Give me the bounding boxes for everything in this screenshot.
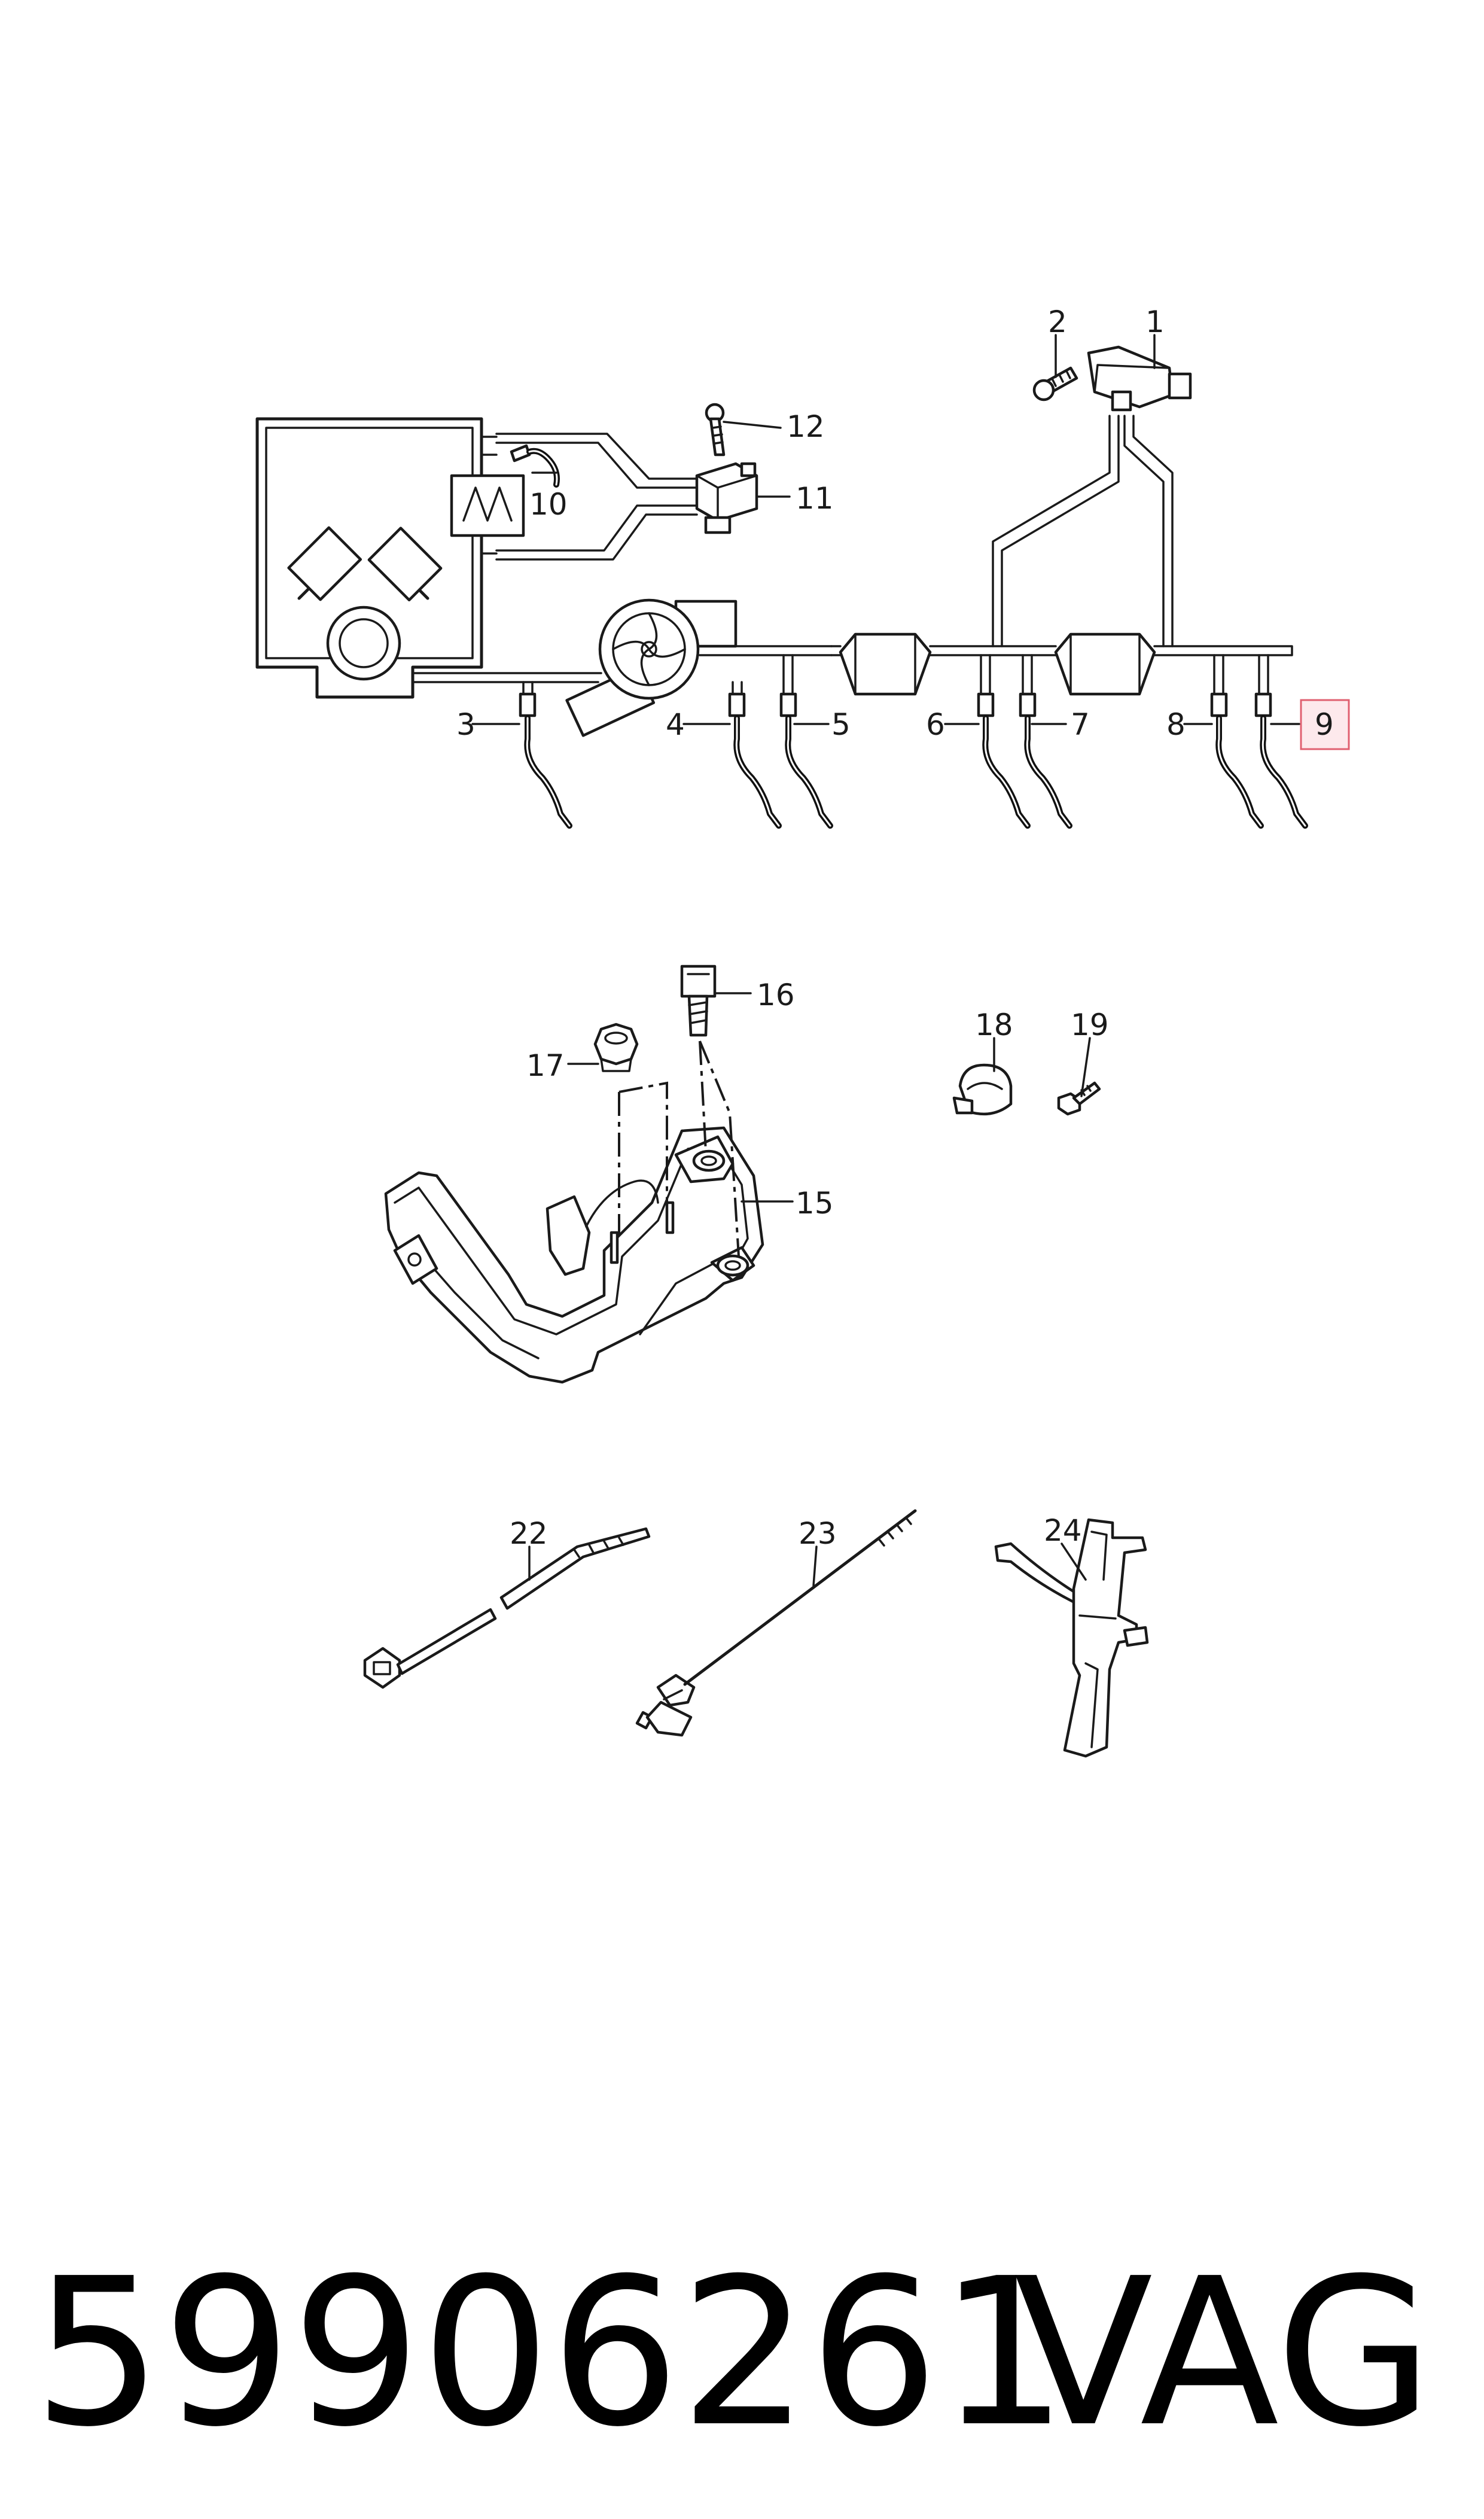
- sensor-6-icon: [977, 692, 1031, 829]
- callout-7: 7: [1071, 707, 1090, 742]
- nut-17-icon: [593, 1023, 639, 1072]
- bolt-16-icon: [680, 965, 717, 1037]
- catalytic-converter-1-icon: [839, 632, 932, 696]
- screw-19-icon: [1057, 1081, 1101, 1116]
- callout-3: 3: [456, 707, 476, 742]
- sensor-4-icon: [728, 692, 782, 829]
- exhaust-temp-sensors: [519, 654, 1308, 829]
- callout-22: 22: [510, 1516, 548, 1551]
- callout-11: 11: [796, 481, 834, 516]
- sensor-5-icon: [779, 692, 833, 829]
- callout-12: 12: [787, 409, 825, 444]
- callout-5: 5: [831, 707, 851, 742]
- cable-tie-22-icon: [363, 1527, 651, 1689]
- callout-10: 10: [529, 487, 568, 522]
- callout-4: 4: [666, 707, 685, 742]
- callout-8: 8: [1166, 707, 1186, 742]
- sensor-9-icon: [1254, 692, 1308, 829]
- callout-9-highlight: [1300, 699, 1350, 750]
- cable-tie-23-icon: [635, 1509, 917, 1737]
- callout-17: 17: [526, 1048, 565, 1083]
- sensor-3-icon: [519, 692, 572, 829]
- engine-v-block-icon: [287, 526, 443, 681]
- sensor-7-icon: [1019, 692, 1072, 829]
- callout-18: 18: [975, 1008, 1013, 1042]
- callout-24: 24: [1044, 1513, 1082, 1548]
- bolt-12-icon: [705, 403, 726, 457]
- bolt-2-icon: [1032, 366, 1078, 401]
- cable-holder-24-icon: [994, 1518, 1149, 1758]
- leader-lines: [471, 334, 1300, 1587]
- callout-1: 1: [1145, 305, 1165, 339]
- pressure-sensor-1-icon: [1087, 345, 1192, 412]
- catalytic-converter-2-icon: [1054, 632, 1156, 696]
- callout-23: 23: [799, 1516, 837, 1551]
- clip-18-icon: [952, 1063, 1013, 1116]
- callout-16: 16: [757, 978, 795, 1012]
- callout-19: 19: [1071, 1008, 1109, 1042]
- callout-2: 2: [1048, 305, 1067, 339]
- callout-labels: 1 2 3 4 5 6 7 8 9 10 11 12 15 16 17 18 1…: [456, 305, 1334, 1551]
- intercooler-icon: [450, 474, 525, 537]
- hose-10-icon: [510, 444, 560, 488]
- turbocharger-icon: [565, 598, 738, 737]
- callout-15: 15: [796, 1186, 834, 1221]
- callout-9: 9: [1315, 707, 1334, 742]
- engine-schematic: [255, 415, 1293, 737]
- bracket-15-icon: [384, 1041, 764, 1384]
- part-number: 59906261: [33, 2235, 1068, 2472]
- brand-name: VAG: [1014, 2235, 1433, 2472]
- callout-6: 6: [926, 707, 945, 742]
- vacuum-valve-11-icon: [695, 462, 758, 534]
- sensor-8-icon: [1210, 692, 1264, 829]
